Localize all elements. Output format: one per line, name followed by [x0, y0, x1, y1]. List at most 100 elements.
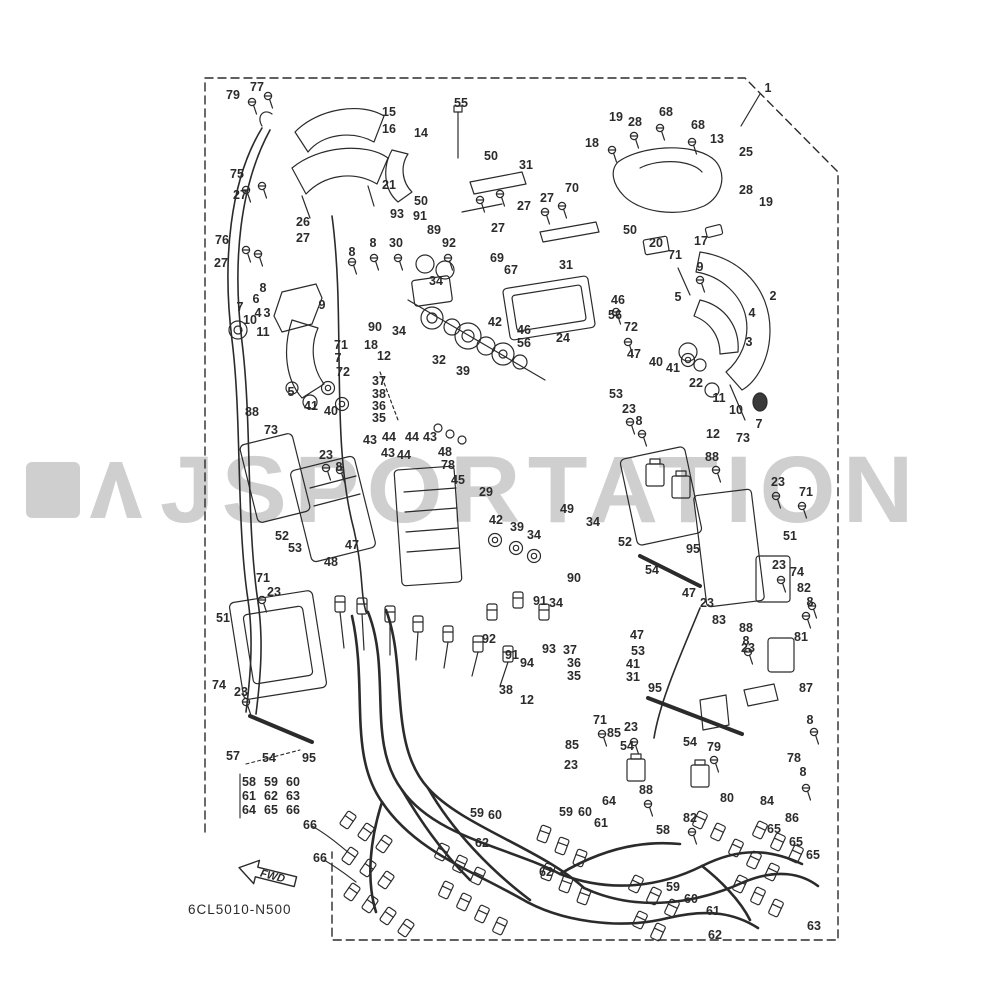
- part-number-callout: 23: [622, 401, 636, 416]
- part-number-callout: 3: [745, 334, 753, 349]
- part-number-callout: 10: [243, 312, 257, 327]
- wiring-harness-drawing: [350, 608, 820, 930]
- part-number-callout: 83: [712, 612, 726, 627]
- part-number-callout: 54: [645, 562, 659, 577]
- part-number-callout: 53: [631, 643, 645, 658]
- part-number-callout: 18: [585, 135, 599, 150]
- part-number-callout: 72: [624, 319, 638, 334]
- part-number-callout: 90: [567, 570, 581, 585]
- part-number-callout: 47: [682, 585, 696, 600]
- part-number-callout: 47: [630, 627, 644, 642]
- part-number-callout: 50: [414, 193, 428, 208]
- part-number-callout: 61: [594, 815, 608, 830]
- part-number-callout: 6: [252, 291, 260, 306]
- part-number-callout: 52: [618, 534, 632, 549]
- part-number-callout: 28: [739, 182, 753, 197]
- part-number-callout: 35: [372, 410, 386, 425]
- part-number-callout: 76: [215, 232, 229, 247]
- part-number-callout: 53: [609, 386, 623, 401]
- part-number-callout: 8: [799, 764, 807, 779]
- part-number-callout: 23: [319, 447, 333, 462]
- part-number-callout: 88: [245, 404, 259, 419]
- part-number-callout: 72: [336, 364, 350, 379]
- part-number-callout: 64: [602, 793, 616, 808]
- part-number-callout: 82: [683, 810, 697, 825]
- top-bracket-drawing: [241, 91, 463, 267]
- part-number-callout: 4: [748, 305, 756, 320]
- part-number-callout: 27: [296, 230, 310, 245]
- part-number-callout: 32: [432, 352, 446, 367]
- part-number-callout: 71: [799, 484, 813, 499]
- part-number-callout: 26: [296, 214, 310, 229]
- fwd-direction-arrow: FWD: [238, 859, 298, 888]
- part-number-callout: 15: [382, 104, 396, 119]
- part-number-callout: 37: [372, 373, 386, 388]
- part-number-callout: 45: [451, 472, 465, 487]
- part-number-callout: 62: [708, 927, 722, 942]
- part-number-callout: 23: [741, 640, 755, 655]
- part-number-callout: 50: [484, 148, 498, 163]
- part-number-callout: 7: [236, 299, 244, 314]
- part-number-callout: 13: [710, 131, 724, 146]
- part-number-callout: 30: [389, 235, 403, 250]
- part-number-callout: 63: [807, 918, 821, 933]
- part-number-callout: 92: [442, 235, 456, 250]
- part-number-callout: 46: [517, 322, 531, 337]
- part-number-callout: 23: [564, 757, 578, 772]
- part-number-callout: 12: [520, 692, 534, 707]
- part-number-callout: 40: [649, 354, 663, 369]
- part-number-callout: 56: [608, 307, 622, 322]
- part-number-callout: 82: [797, 580, 811, 595]
- part-number-callout: 31: [626, 669, 640, 684]
- part-number-callout: 2: [769, 288, 777, 303]
- part-number-callout: 86: [785, 810, 799, 825]
- part-number-callout: 94: [520, 655, 534, 670]
- part-number-callout: 37: [563, 642, 577, 657]
- part-number-callout: 8: [806, 712, 814, 727]
- part-number-callout: 27: [214, 255, 228, 270]
- part-number-callout: 60: [684, 891, 698, 906]
- part-number-callout: 62: [264, 788, 278, 803]
- part-number-callout: 28: [628, 114, 642, 129]
- part-number-callout: 71: [668, 247, 682, 262]
- top-middle-plate-drawing: [347, 171, 600, 307]
- part-number-callout: 66: [313, 850, 327, 865]
- diagram-code: 6CL5010-N500: [188, 902, 292, 917]
- part-number-callout: 38: [499, 682, 513, 697]
- part-number-callout: 59: [666, 879, 680, 894]
- part-number-callout: 7: [334, 350, 342, 365]
- part-number-callout: 25: [739, 144, 753, 159]
- part-number-callout: 95: [686, 541, 700, 556]
- part-number-callout: 29: [479, 484, 493, 499]
- part-number-callout: 23: [267, 584, 281, 599]
- part-number-callout: 34: [429, 273, 443, 288]
- part-number-callout: 65: [789, 834, 803, 849]
- fwd-label: FWD: [259, 868, 286, 886]
- part-number-callout: 93: [542, 641, 556, 656]
- part-number-callout: 4: [254, 305, 262, 320]
- part-number-callout: 68: [691, 117, 705, 132]
- part-number-callout: 41: [304, 398, 318, 413]
- part-number-callout: 78: [441, 457, 455, 472]
- part-number-callout: 41: [626, 656, 640, 671]
- part-number-callout: 11: [256, 324, 270, 339]
- part-number-callout: 64: [242, 802, 256, 817]
- part-number-callout: 74: [790, 564, 804, 579]
- part-number-callout: 91: [505, 647, 519, 662]
- part-number-callout: 23: [772, 557, 786, 572]
- part-number-callout: 38: [372, 386, 386, 401]
- part-number-callout: 91: [413, 208, 427, 223]
- part-number-callout: 42: [488, 314, 502, 329]
- part-number-callout: 31: [519, 157, 533, 172]
- part-number-callout: 66: [303, 817, 317, 832]
- part-number-callout: 23: [771, 474, 785, 489]
- part-number-callout: 92: [482, 631, 496, 646]
- part-number-callout: 9: [318, 297, 326, 312]
- part-number-callout: 57: [226, 748, 240, 763]
- part-number-callout: 71: [256, 570, 270, 585]
- part-number-callout: 12: [706, 426, 720, 441]
- part-number-callout: 48: [438, 444, 452, 459]
- part-number-callout: 59: [264, 774, 278, 789]
- part-number-callout: 5: [287, 384, 295, 399]
